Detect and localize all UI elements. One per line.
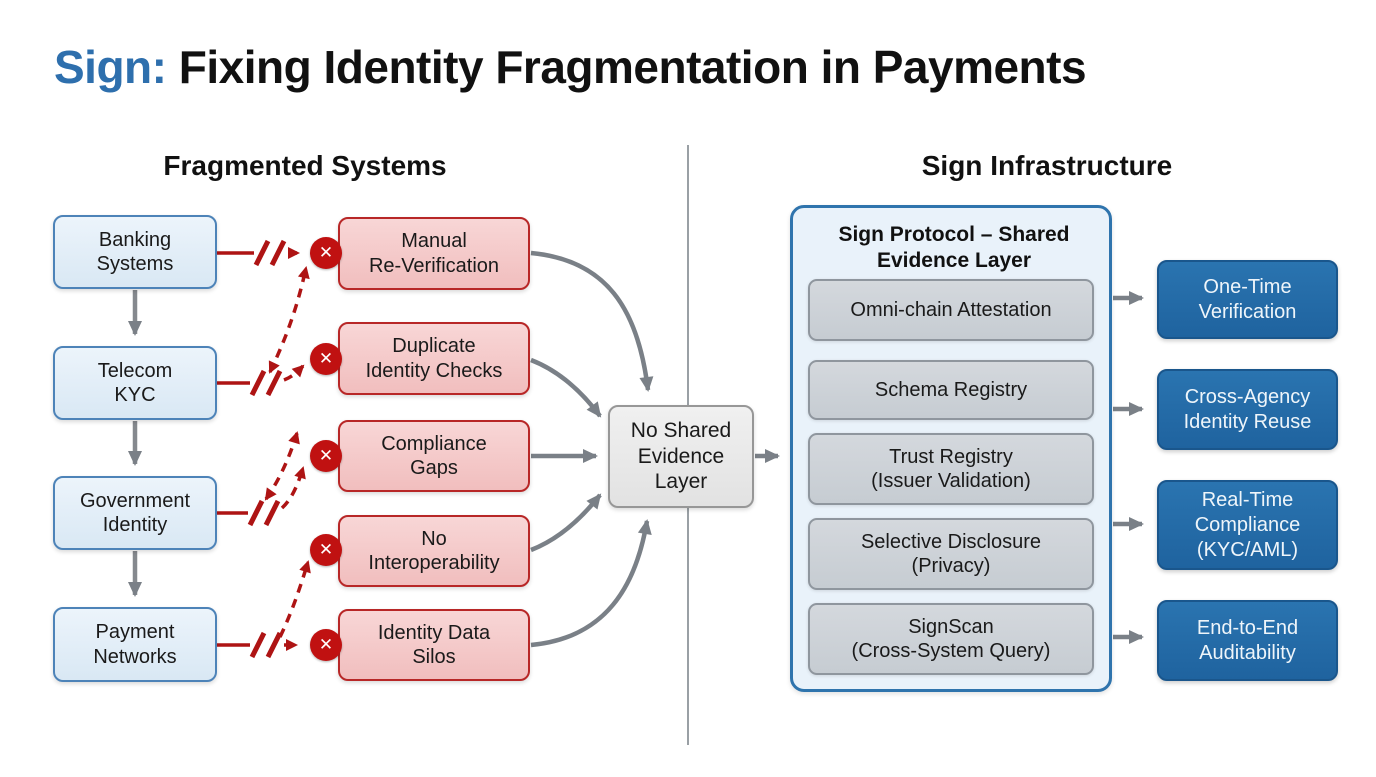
component-signscan: SignScan (Cross-System Query) <box>808 603 1094 675</box>
benefit-real-time-compliance: Real-Time Compliance (KYC/AML) <box>1157 480 1338 570</box>
broken-link-connectors <box>217 239 311 659</box>
benefit-end-to-end-auditability: End-to-End Auditability <box>1157 600 1338 681</box>
node-banking-systems: Banking Systems <box>53 215 217 289</box>
title-accent: Sign: <box>54 41 167 93</box>
node-payment-networks: Payment Networks <box>53 607 217 682</box>
component-trust-registry: Trust Registry (Issuer Validation) <box>808 433 1094 505</box>
broken-link-slashes <box>247 239 287 659</box>
error-x-icon: ✕ <box>310 440 342 472</box>
node-no-shared-evidence-layer: No Shared Evidence Layer <box>608 405 754 508</box>
left-section-header: Fragmented Systems <box>163 150 447 181</box>
node-duplicate-identity-checks: Duplicate Identity Checks <box>338 322 530 395</box>
node-government-identity: Government Identity <box>53 476 217 550</box>
node-telecom-kyc: Telecom KYC <box>53 346 217 420</box>
error-x-icon: ✕ <box>310 629 342 661</box>
error-x-icon: ✕ <box>310 343 342 375</box>
benefit-cross-agency-identity-reuse: Cross-Agency Identity Reuse <box>1157 369 1338 450</box>
benefit-one-time-verification: One-Time Verification <box>1157 260 1338 339</box>
benefit-arrows <box>1113 291 1144 644</box>
crossing-dashed-arrows <box>264 266 310 501</box>
component-selective-disclosure: Selective Disclosure (Privacy) <box>808 518 1094 590</box>
protocol-title: Sign Protocol – Shared Evidence Layer <box>838 223 1070 273</box>
error-x-icon: ✕ <box>310 237 342 269</box>
component-schema-registry: Schema Registry <box>808 360 1094 420</box>
node-manual-reverification: Manual Re-Verification <box>338 217 530 290</box>
component-omni-chain-attestation: Omni-chain Attestation <box>808 279 1094 341</box>
converging-arrows <box>530 250 654 648</box>
title-main: Fixing Identity Fragmentation in Payment… <box>166 41 1087 93</box>
right-section-header: Sign Infrastructure <box>921 150 1173 181</box>
node-identity-data-silos: Identity Data Silos <box>338 609 530 681</box>
node-compliance-gaps: Compliance Gaps <box>338 420 530 492</box>
node-no-interoperability: No Interoperability <box>338 515 530 587</box>
page-title: Sign: Fixing Identity Fragmentation in P… <box>54 40 1087 94</box>
error-x-icon: ✕ <box>310 534 342 566</box>
